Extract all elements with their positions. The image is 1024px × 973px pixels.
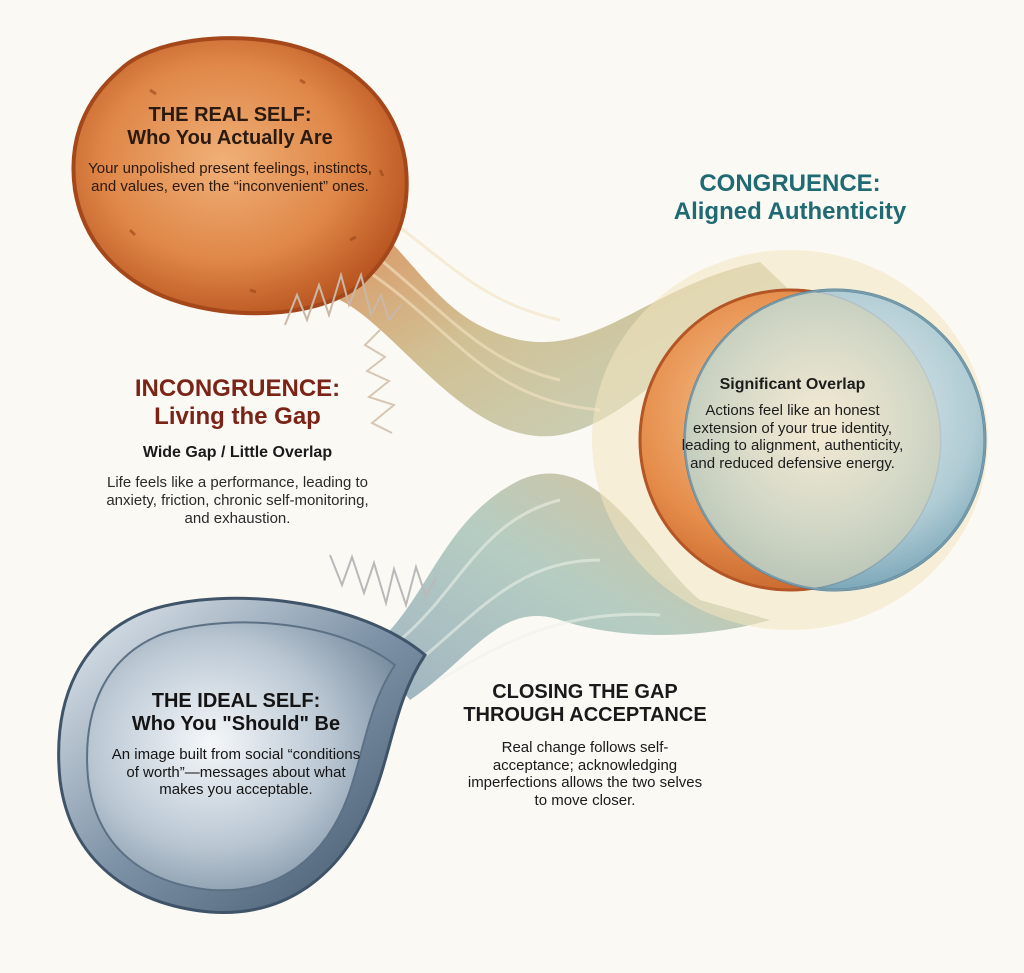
overlap-label-group: Significant Overlap Actions feel like an… bbox=[675, 376, 910, 473]
closing-gap-title: CLOSING THE GAP bbox=[492, 681, 678, 703]
incongruence-title: INCONGRUENCE: bbox=[134, 375, 341, 402]
tension-zigzag-top bbox=[284, 271, 402, 326]
tension-zigzag-bottom bbox=[329, 553, 437, 609]
overlap-description: Actions feel like an honest extension of… bbox=[681, 402, 904, 473]
real-self-label-group: THE REAL SELF: Who You Actually Are Your… bbox=[85, 104, 375, 195]
real-self-stream bbox=[330, 190, 800, 437]
overlap-region bbox=[685, 290, 940, 590]
real-self-title: THE REAL SELF: bbox=[148, 104, 312, 126]
real-self-subtitle: Who You Actually Are bbox=[127, 127, 333, 149]
congruence-title: CONGRUENCE: bbox=[699, 170, 881, 197]
incongruence-gap-label: Wide Gap / Little Overlap bbox=[142, 444, 333, 462]
ideal-self-label-group: THE IDEAL SELF: Who You "Should" Be An i… bbox=[106, 690, 366, 799]
ideal-self-shape-inner bbox=[86, 621, 397, 892]
incongruence-description: Life feels like a performance, leading t… bbox=[106, 474, 369, 527]
overlap-region-edge bbox=[684, 289, 986, 591]
ideal-self-stream-streaks bbox=[399, 498, 661, 682]
ideal-self-description: An image built from social “conditions o… bbox=[111, 746, 361, 799]
incongruence-label-group: INCONGRUENCE: Living the Gap Wide Gap / … bbox=[95, 375, 380, 527]
ideal-self-subtitle: Who You "Should" Be bbox=[131, 713, 341, 735]
closing-gap-title-line2: THROUGH ACCEPTANCE bbox=[463, 704, 707, 726]
congruence-subtitle: Aligned Authenticity bbox=[673, 197, 907, 225]
tension-zigzag-mid bbox=[363, 329, 397, 434]
real-self-blob-texture bbox=[128, 78, 385, 294]
real-self-description: Your unpolished present feelings, instin… bbox=[88, 160, 372, 195]
overlap-title: Significant Overlap bbox=[719, 376, 866, 393]
closing-gap-label-group: CLOSING THE GAP THROUGH ACCEPTANCE Real … bbox=[430, 681, 740, 810]
closing-gap-description: Real change follows self-acceptance; ack… bbox=[467, 739, 703, 810]
real-self-blob bbox=[71, 36, 409, 316]
congruence-label-group: CONGRUENCE: Aligned Authenticity bbox=[640, 170, 940, 225]
ideal-self-title: THE IDEAL SELF: bbox=[151, 690, 321, 712]
incongruence-subtitle: Living the Gap bbox=[154, 402, 321, 430]
ideal-self-stream bbox=[370, 473, 770, 700]
